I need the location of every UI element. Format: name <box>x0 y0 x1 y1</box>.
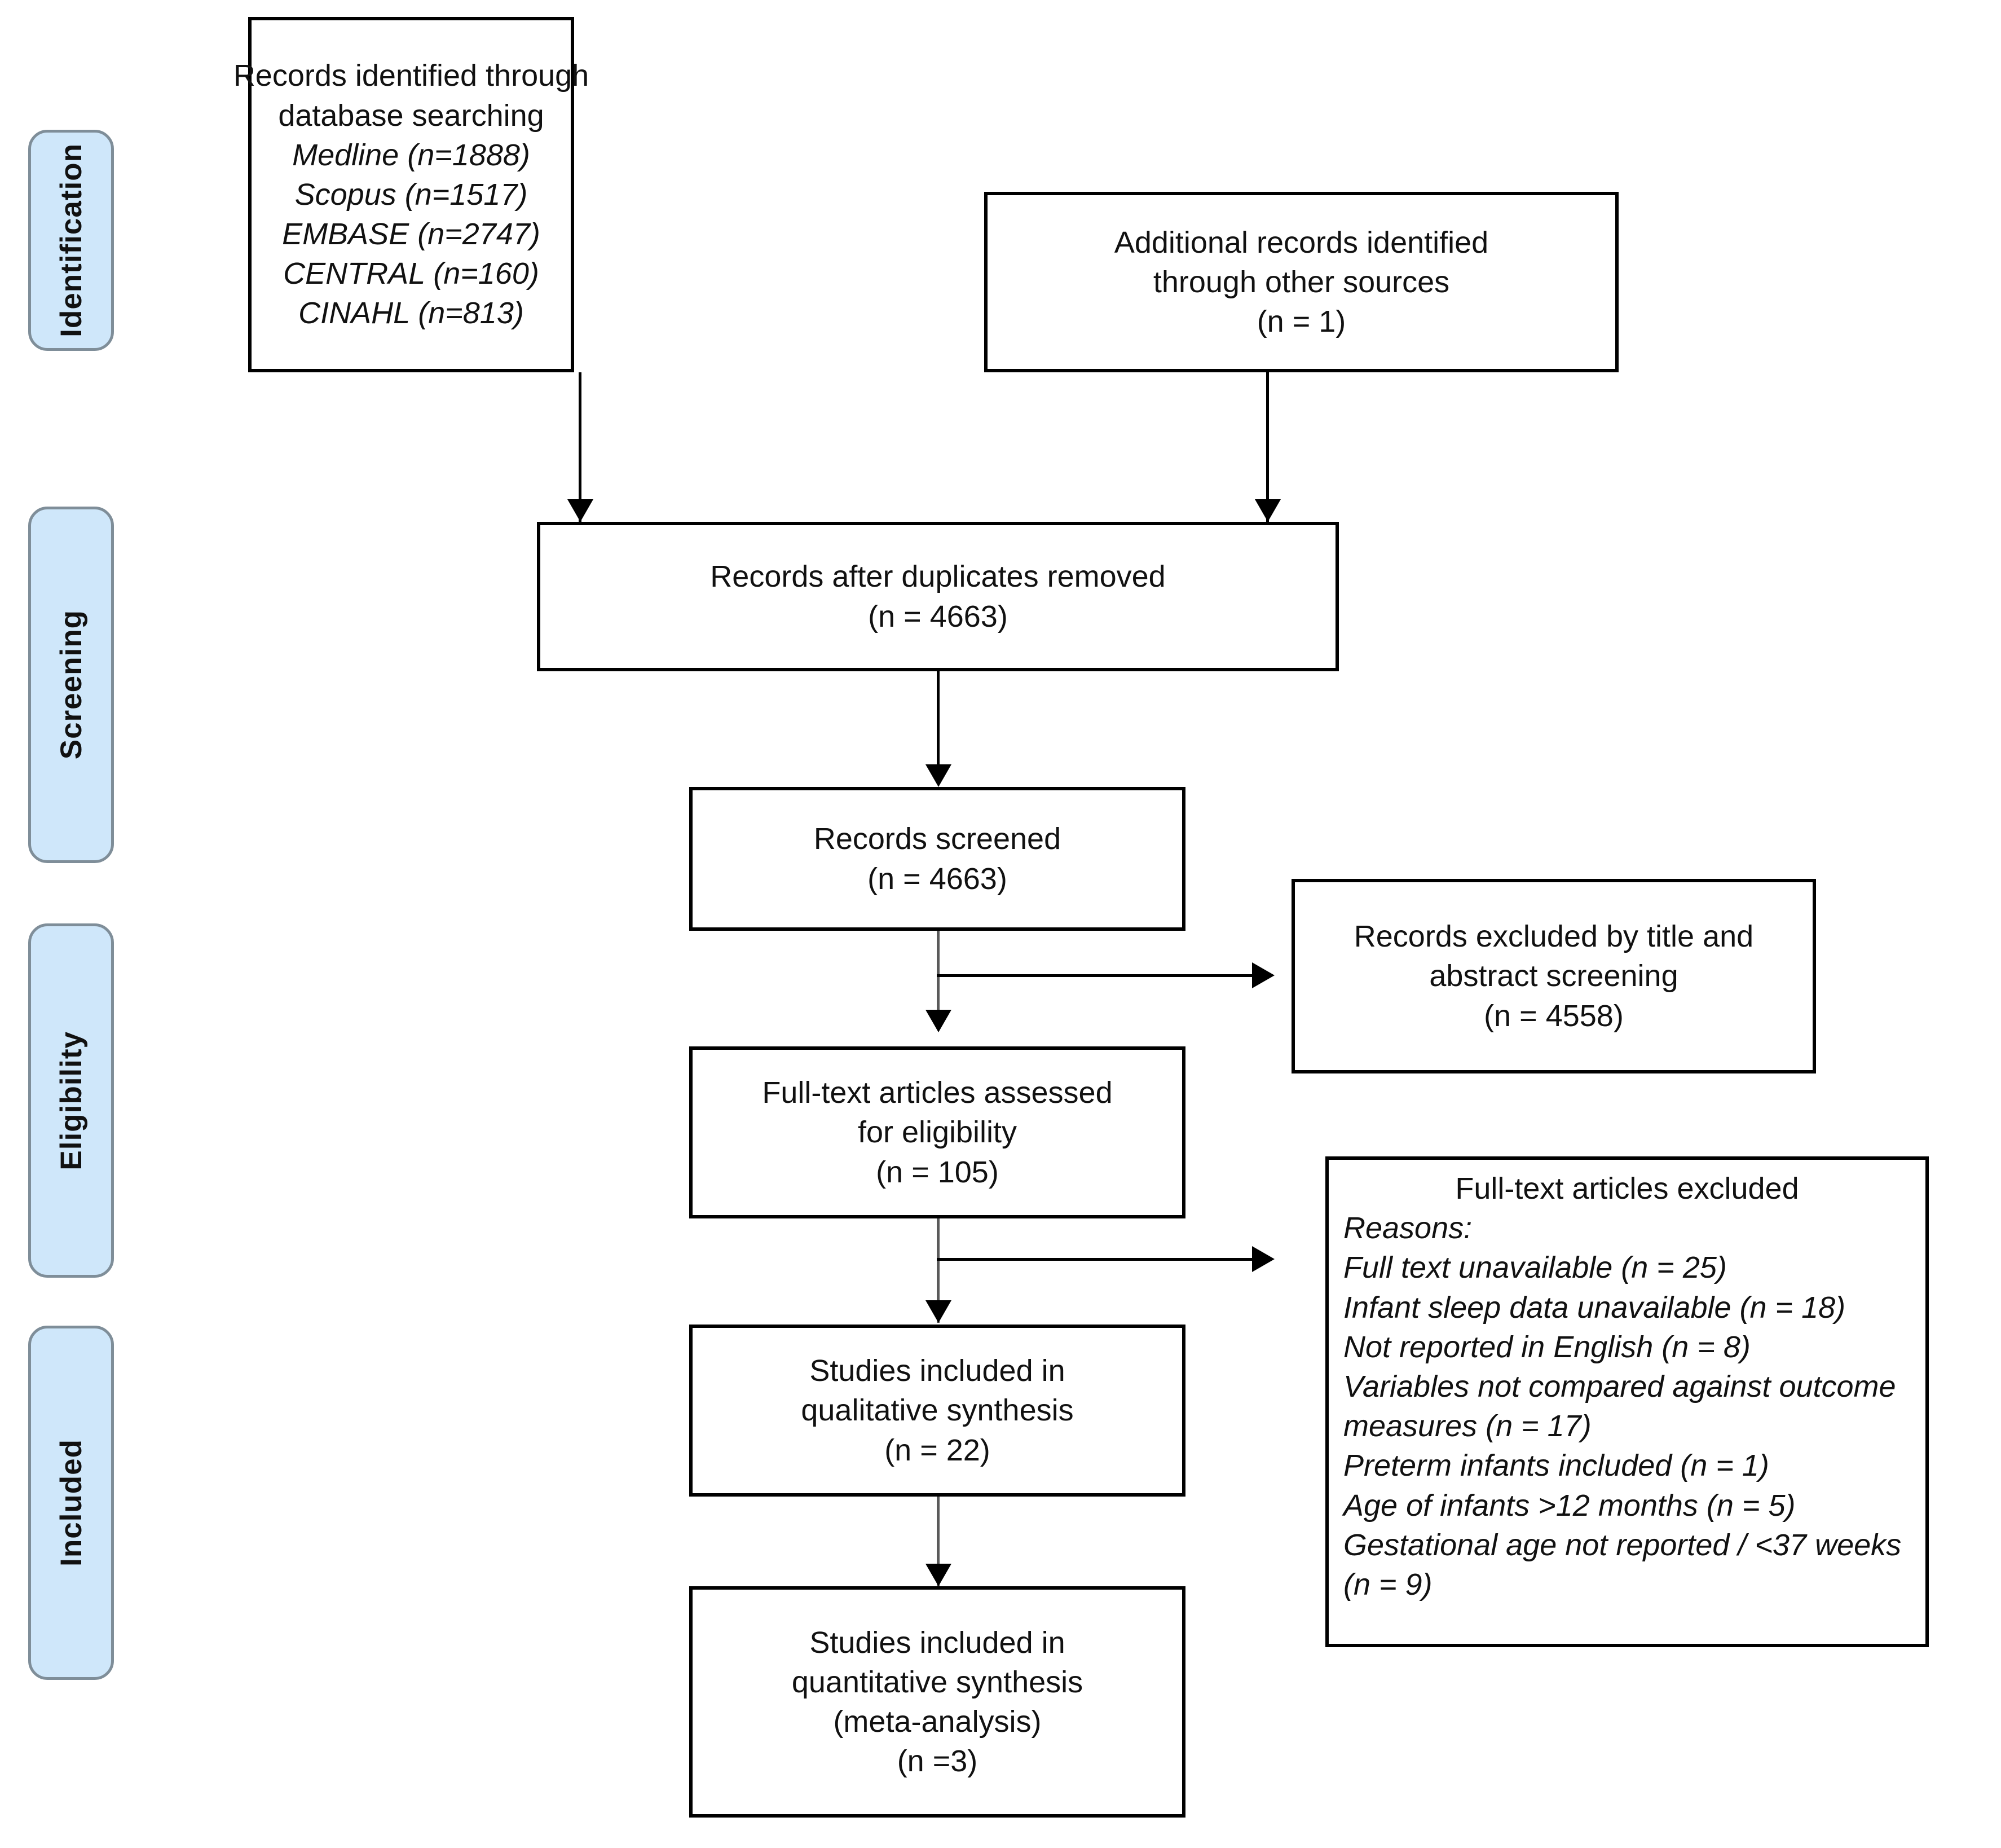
quantitative-line-1: Studies included in <box>809 1625 1065 1660</box>
arrow-fulltext-to-excluded <box>1252 1246 1275 1272</box>
qualitative-line-2: qualitative synthesis <box>801 1393 1074 1428</box>
box-fulltext-articles-excluded: Full-text articles excluded Reasons: Ful… <box>1325 1156 1929 1647</box>
fulltext-excluded-reason-1: Full text unavailable (n = 25) <box>1343 1251 1727 1285</box>
fulltext-excluded-reason-3: Not reported in English (n = 8) <box>1343 1330 1751 1364</box>
fulltext-excluded-reason-6: Age of infants >12 months (n = 5) <box>1343 1488 1796 1523</box>
arrow-fulltext-to-qualitative <box>925 1300 951 1323</box>
fulltext-assessed-count: (n = 105) <box>876 1155 999 1189</box>
arrow-duplicates-to-screened <box>925 764 951 787</box>
db-source-embase: EMBASE (n=2747) <box>282 217 540 252</box>
other-sources-count: (n = 1) <box>1257 305 1346 339</box>
arrow-db-search-to-duplicates <box>567 499 593 522</box>
fulltext-excluded-title: Full-text articles excluded <box>1455 1172 1799 1205</box>
arrow-screened-to-fulltext <box>925 1010 951 1032</box>
qualitative-line-1: Studies included in <box>809 1354 1065 1388</box>
fulltext-excluded-reason-7: Gestational age not reported / <37 weeks… <box>1343 1528 1902 1601</box>
stage-tab-identification: Identification <box>28 130 114 351</box>
stage-tab-screening-label: Screening <box>54 610 88 760</box>
db-search-line-1: Records identified through <box>233 59 589 93</box>
connector-other-sources-to-duplicates <box>1266 372 1269 522</box>
box-studies-qualitative-synthesis: Studies included in qualitative synthesi… <box>689 1325 1185 1497</box>
fulltext-excluded-reason-2: Infant sleep data unavailable (n = 18) <box>1343 1290 1846 1325</box>
fulltext-excluded-reason-4: Variables not compared against outcome m… <box>1343 1369 1896 1444</box>
branch-fulltext-to-excluded <box>937 1258 1255 1261</box>
connector-qualitative-to-quantitative <box>937 1497 940 1587</box>
stage-tab-included: Included <box>28 1326 114 1680</box>
quantitative-line-2: quantitative synthesis <box>791 1665 1083 1699</box>
db-source-medline: Medline (n=1888) <box>292 138 530 172</box>
fulltext-excluded-reason-5: Preterm infants included (n = 1) <box>1343 1449 1769 1483</box>
connector-screened-to-fulltext <box>937 931 940 1029</box>
stage-tab-screening: Screening <box>28 507 114 863</box>
arrow-qualitative-to-quantitative <box>925 1564 951 1586</box>
connector-fulltext-to-qualitative <box>937 1218 940 1323</box>
quantitative-line-3: (meta-analysis) <box>833 1705 1042 1739</box>
records-screened-count: (n = 4663) <box>867 861 1007 896</box>
branch-screened-to-records-excluded <box>937 974 1255 977</box>
box-records-excluded-title-abstract: Records excluded by title and abstract s… <box>1292 879 1816 1073</box>
fulltext-assessed-line-2: for eligibility <box>857 1115 1017 1150</box>
stage-tab-eligibility: Eligibility <box>28 923 114 1278</box>
connector-duplicates-to-screened <box>937 671 940 767</box>
records-excluded-line-2: abstract screening <box>1429 959 1678 993</box>
db-search-line-2: database searching <box>278 98 544 133</box>
fulltext-assessed-line-1: Full-text articles assessed <box>762 1076 1113 1110</box>
arrow-other-sources-to-duplicates <box>1255 499 1281 522</box>
box-fulltext-articles-assessed: Full-text articles assessed for eligibil… <box>689 1046 1185 1218</box>
box-records-identified-database-searching: Records identified through database sear… <box>233 17 589 372</box>
connector-db-search-to-duplicates <box>579 372 581 522</box>
duplicates-removed-line-1: Records after duplicates removed <box>710 560 1166 594</box>
records-screened-line-1: Records screened <box>813 822 1061 856</box>
duplicates-removed-count: (n = 4663) <box>868 599 1008 633</box>
db-source-central: CENTRAL (n=160) <box>283 257 539 291</box>
stage-tab-eligibility-label: Eligibility <box>54 1031 88 1171</box>
stage-tab-identification-label: Identification <box>54 143 88 337</box>
box-records-screened: Records screened (n = 4663) <box>689 787 1185 931</box>
records-excluded-count: (n = 4558) <box>1484 998 1624 1033</box>
box-additional-records-other-sources: Additional records identified through ot… <box>984 192 1619 372</box>
db-source-scopus: Scopus (n=1517) <box>294 177 528 212</box>
arrow-screened-to-records-excluded <box>1252 962 1275 988</box>
box-records-after-duplicates-removed: Records after duplicates removed (n = 46… <box>537 522 1339 671</box>
other-sources-line-1: Additional records identified <box>1114 225 1489 259</box>
stage-tab-included-label: Included <box>54 1439 88 1567</box>
other-sources-line-2: through other sources <box>1153 265 1450 299</box>
quantitative-count: (n =3) <box>897 1744 978 1779</box>
records-excluded-line-1: Records excluded by title and <box>1354 919 1754 954</box>
box-studies-quantitative-synthesis: Studies included in quantitative synthes… <box>689 1586 1185 1818</box>
fulltext-excluded-reasons-heading: Reasons: <box>1343 1211 1473 1246</box>
db-source-cinahl: CINAHL (n=813) <box>298 296 524 331</box>
qualitative-count: (n = 22) <box>884 1433 990 1467</box>
